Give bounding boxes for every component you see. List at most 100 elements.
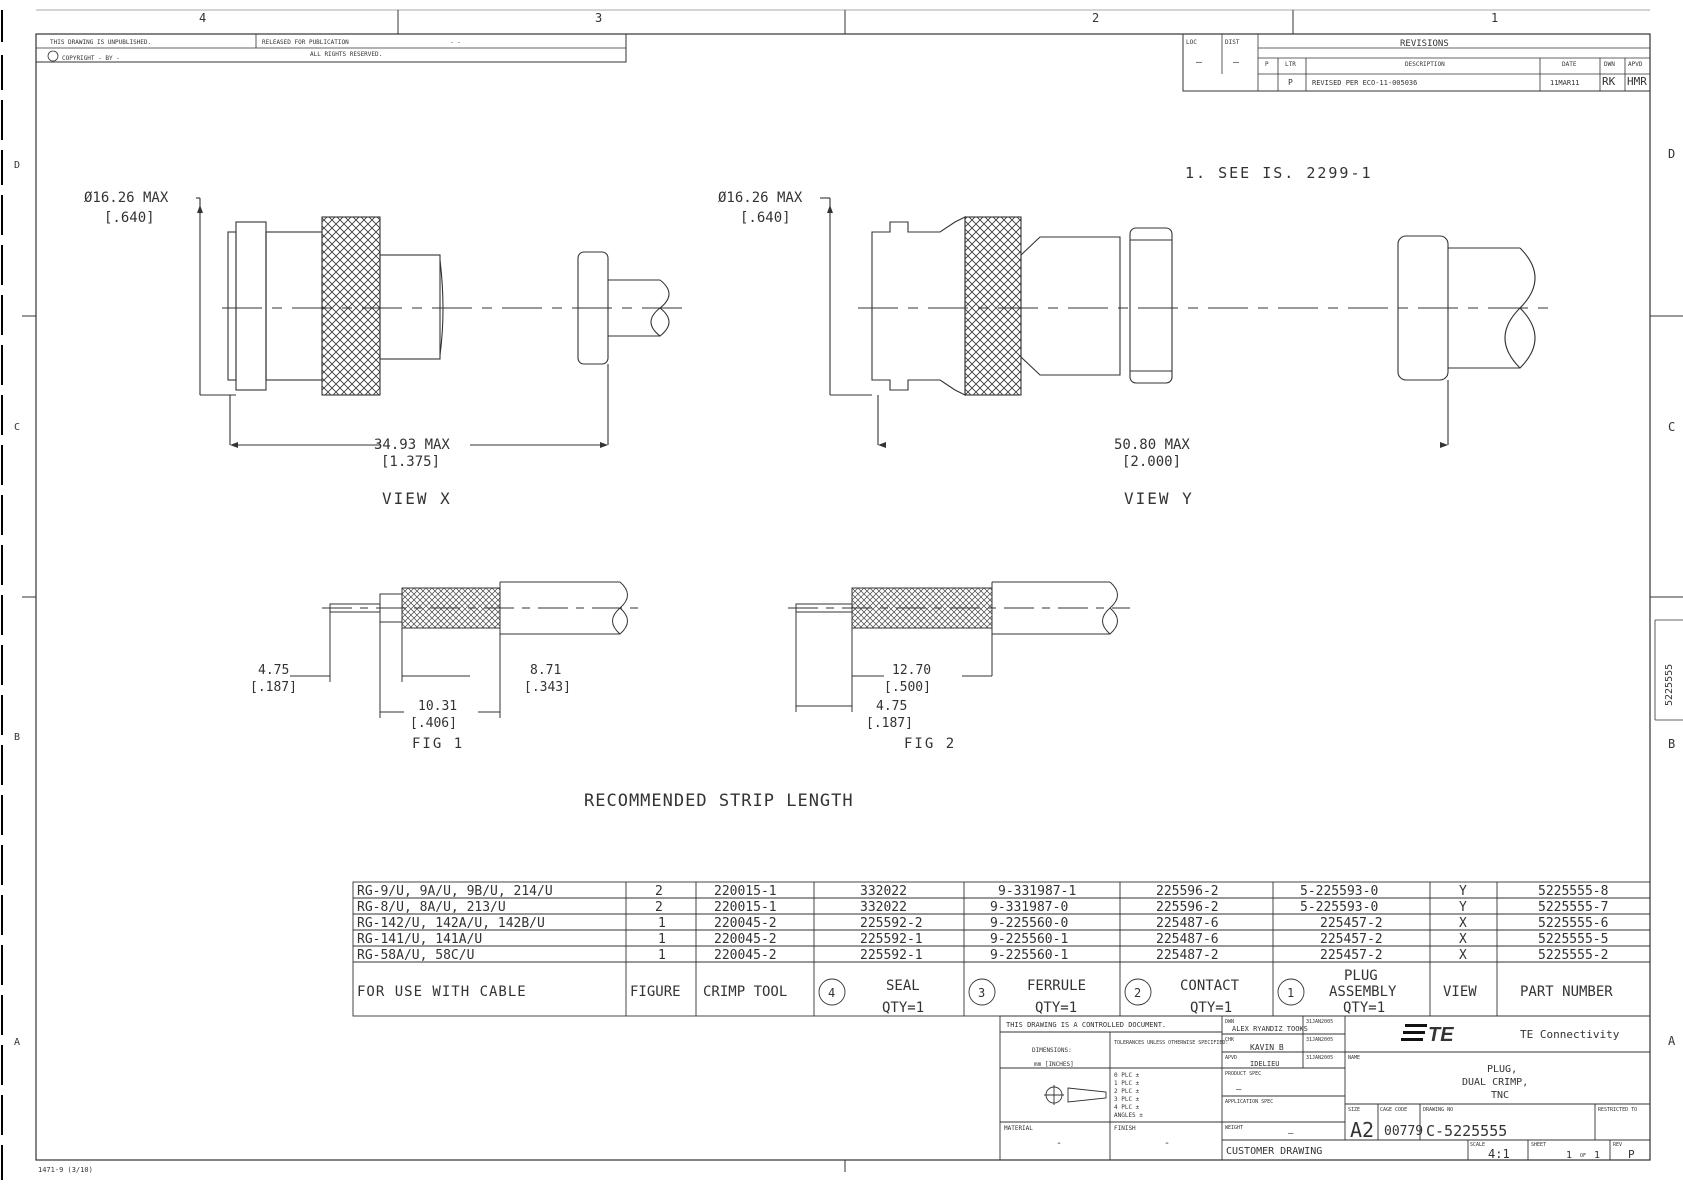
zone-right-b: B bbox=[1668, 737, 1675, 751]
dwn-name: ALEX RYANDIZ TOOKS bbox=[1232, 1025, 1308, 1033]
tol-angles: ANGLES ± bbox=[1114, 1112, 1143, 1119]
header-contact-qty: QTY=1 bbox=[1190, 1000, 1232, 1016]
header-contact: CONTACT bbox=[1180, 978, 1240, 994]
fig1-d3-in: [.406] bbox=[410, 716, 457, 731]
view-x-dia-in: [.640] bbox=[104, 210, 155, 226]
row2-contact: 225596-2 bbox=[1156, 900, 1219, 915]
row1-figure: 2 bbox=[655, 884, 663, 899]
finish-label: FINISH bbox=[1114, 1125, 1136, 1132]
row2-cable: RG-8/U, 8A/U, 213/U bbox=[357, 900, 506, 915]
row2-tool: 220015-1 bbox=[714, 900, 777, 915]
row5-contact: 225487-2 bbox=[1156, 948, 1219, 963]
row4-cable: RG-141/U, 141A/U bbox=[357, 932, 482, 947]
customer-drawing: CUSTOMER DRAWING bbox=[1226, 1146, 1322, 1157]
title-block bbox=[999, 1015, 1651, 1161]
rev-value: P bbox=[1628, 1148, 1635, 1161]
rev-label: REV bbox=[1613, 1142, 1622, 1148]
header-view: VIEW bbox=[1443, 984, 1477, 1000]
rev-col-date: DATE bbox=[1562, 61, 1577, 68]
row5-plug: 225457-2 bbox=[1320, 948, 1383, 963]
fig2-d1: 12.70 bbox=[892, 663, 931, 678]
fig2-d2: 4.75 bbox=[876, 699, 907, 714]
cable-table-header: FOR USE WITH CABLE FIGURE CRIMP TOOL 4 S… bbox=[357, 968, 1613, 1016]
view-y-length-in: [2.000] bbox=[1122, 454, 1181, 470]
zone-left-c: C bbox=[14, 422, 20, 433]
row3-view: X bbox=[1459, 916, 1467, 931]
view-x-label: VIEW X bbox=[382, 489, 452, 508]
row4-ferrule: 9-225560-1 bbox=[990, 932, 1068, 947]
row2-plug: 5-225593-0 bbox=[1300, 900, 1378, 915]
sheet-value: 1 bbox=[1566, 1150, 1572, 1161]
row1-view: Y bbox=[1459, 884, 1467, 899]
side-drawing-number: 5225555 bbox=[1664, 664, 1675, 706]
fig2-d2-in: [.187] bbox=[866, 716, 913, 731]
header-seal-qty: QTY=1 bbox=[882, 1000, 924, 1016]
zone-top-4: 4 bbox=[199, 11, 206, 25]
sheet-label: SHEET bbox=[1531, 1142, 1546, 1148]
view-y-dia: Ø16.26 MAX bbox=[718, 190, 803, 206]
dwg-label: DRAWING NO bbox=[1423, 1107, 1453, 1113]
fig2-d1-in: [.500] bbox=[884, 680, 931, 695]
row2-figure: 2 bbox=[655, 900, 663, 915]
fig1-d2-in: [.343] bbox=[524, 680, 571, 695]
te-logo: TE bbox=[1401, 1024, 1454, 1046]
view-y-dia-in: [.640] bbox=[740, 210, 791, 226]
loc-value: — bbox=[1196, 57, 1203, 68]
dwn-date: 31JAN2005 bbox=[1306, 1019, 1333, 1025]
restricted-label: RESTRICTED TO bbox=[1598, 1107, 1637, 1113]
row3-ferrule: 9-225560-0 bbox=[990, 916, 1068, 931]
loc-label: LOC bbox=[1186, 39, 1197, 46]
view-x-length-in: [1.375] bbox=[381, 454, 440, 470]
row4-plug: 225457-2 bbox=[1320, 932, 1383, 947]
dimensions-label: DIMENSIONS: bbox=[1032, 1047, 1072, 1054]
sheet-of-value: 1 bbox=[1594, 1150, 1600, 1161]
zone-left-d: D bbox=[14, 160, 20, 171]
row3-seal: 225592-2 bbox=[860, 916, 923, 931]
row1-part: 5225555-8 bbox=[1538, 884, 1608, 899]
product-spec-label: PRODUCT SPEC bbox=[1225, 1071, 1261, 1077]
row5-part: 5225555-2 bbox=[1538, 948, 1608, 963]
row3-cable: RG-142/U, 142A/U, 142B/U bbox=[357, 916, 545, 931]
name-label: NAME bbox=[1348, 1055, 1360, 1061]
row1-plug: 5-225593-0 bbox=[1300, 884, 1378, 899]
dwn-label: DWN bbox=[1225, 1019, 1234, 1025]
header-ferrule-num: 3 bbox=[978, 986, 985, 1000]
zone-top-2: 2 bbox=[1092, 11, 1099, 25]
side-number-box: 5225555 bbox=[1654, 619, 1683, 721]
header-figure: FIGURE bbox=[630, 984, 681, 1000]
rev-col-dwn: DWN bbox=[1604, 61, 1615, 68]
row5-tool: 220045-2 bbox=[714, 948, 777, 963]
scale-value: 4:1 bbox=[1488, 1147, 1510, 1161]
controlled-note: THIS DRAWING IS A CONTROLLED DOCUMENT. bbox=[1006, 1021, 1166, 1029]
row2-part: 5225555-7 bbox=[1538, 900, 1608, 915]
zone-right-c: C bbox=[1668, 420, 1675, 434]
row1-tool: 220015-1 bbox=[714, 884, 777, 899]
row3-plug: 225457-2 bbox=[1320, 916, 1383, 931]
row5-cable: RG-58A/U, 58C/U bbox=[357, 948, 474, 963]
view-x-length: 34.93 MAX bbox=[374, 437, 450, 453]
part-name-2: DUAL CRIMP, bbox=[1462, 1077, 1528, 1088]
drawing-note: 1. SEE IS. 2299-1 bbox=[1185, 164, 1373, 182]
units-label: mm [INCHES] bbox=[1034, 1061, 1074, 1068]
released-value: - - bbox=[450, 39, 461, 46]
header-contact-num: 2 bbox=[1134, 986, 1141, 1000]
zone-top-1: 1 bbox=[1491, 11, 1498, 25]
header-ferrule: FERRULE bbox=[1027, 978, 1086, 994]
weight-value: — bbox=[1288, 1129, 1294, 1139]
rev-row-letter: P bbox=[1288, 78, 1293, 87]
row2-seal: 332022 bbox=[860, 900, 907, 915]
size-value: A2 bbox=[1350, 1118, 1374, 1142]
header-cable: FOR USE WITH CABLE bbox=[357, 984, 527, 1000]
zone-right-a: A bbox=[1668, 1034, 1676, 1048]
apvd-date: 31JAN2005 bbox=[1306, 1055, 1333, 1061]
row3-figure: 1 bbox=[658, 916, 666, 931]
revisions-title: REVISIONS bbox=[1400, 39, 1449, 49]
zone-left-b: B bbox=[14, 732, 20, 743]
sheet-of-label: OF bbox=[1580, 1153, 1586, 1159]
rev-row-desc: REVISED PER ECO-11-005036 bbox=[1312, 79, 1417, 87]
product-spec-value: — bbox=[1236, 1085, 1242, 1095]
fig1-drawing bbox=[290, 581, 640, 718]
rev-row-date: 11MAR11 bbox=[1550, 79, 1580, 87]
view-x-drawing bbox=[196, 197, 690, 446]
